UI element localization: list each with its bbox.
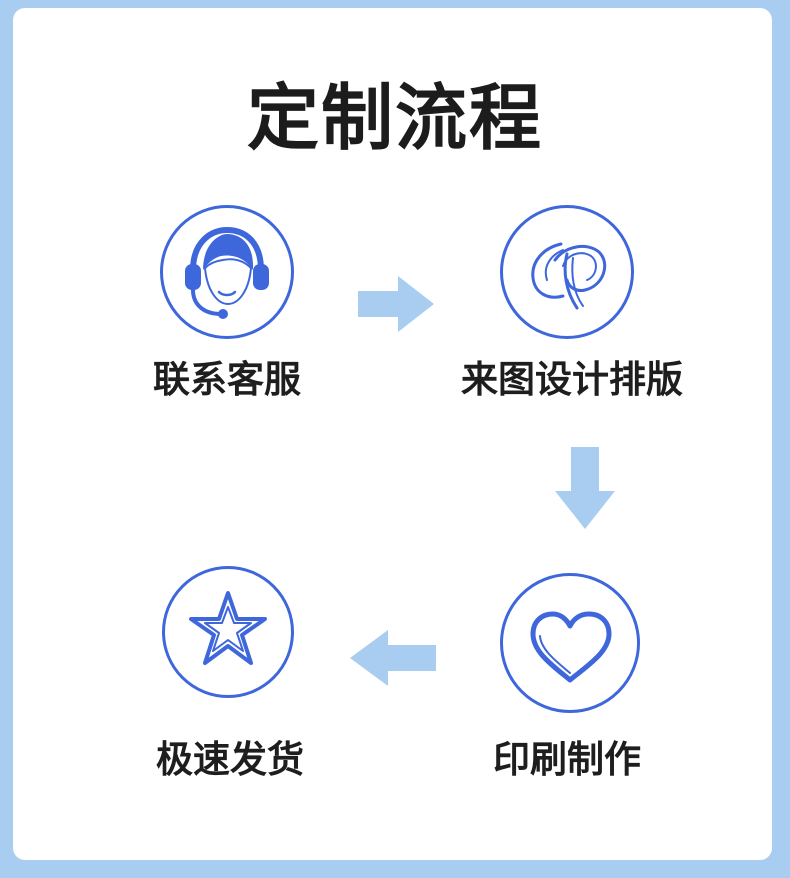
step-label-print: 印刷制作 [493, 738, 641, 781]
heart-icon [530, 611, 612, 683]
star-icon [189, 591, 267, 665]
arrow-left-icon [350, 630, 436, 686]
step-label-contact: 联系客服 [153, 358, 301, 401]
step-label-ship: 极速发货 [156, 738, 304, 781]
step-circle-ship [162, 566, 294, 698]
design-swirl-icon [531, 242, 607, 310]
page-title: 定制流程 [246, 76, 543, 160]
step-label-design: 来图设计排版 [461, 358, 683, 401]
arrow-down-icon [555, 447, 615, 529]
headset-icon [185, 226, 269, 319]
step-circle-design [500, 205, 634, 339]
step-circle-contact [160, 205, 294, 339]
arrow-right-icon [358, 276, 434, 332]
content-card [13, 8, 772, 860]
step-circle-print [500, 573, 640, 713]
